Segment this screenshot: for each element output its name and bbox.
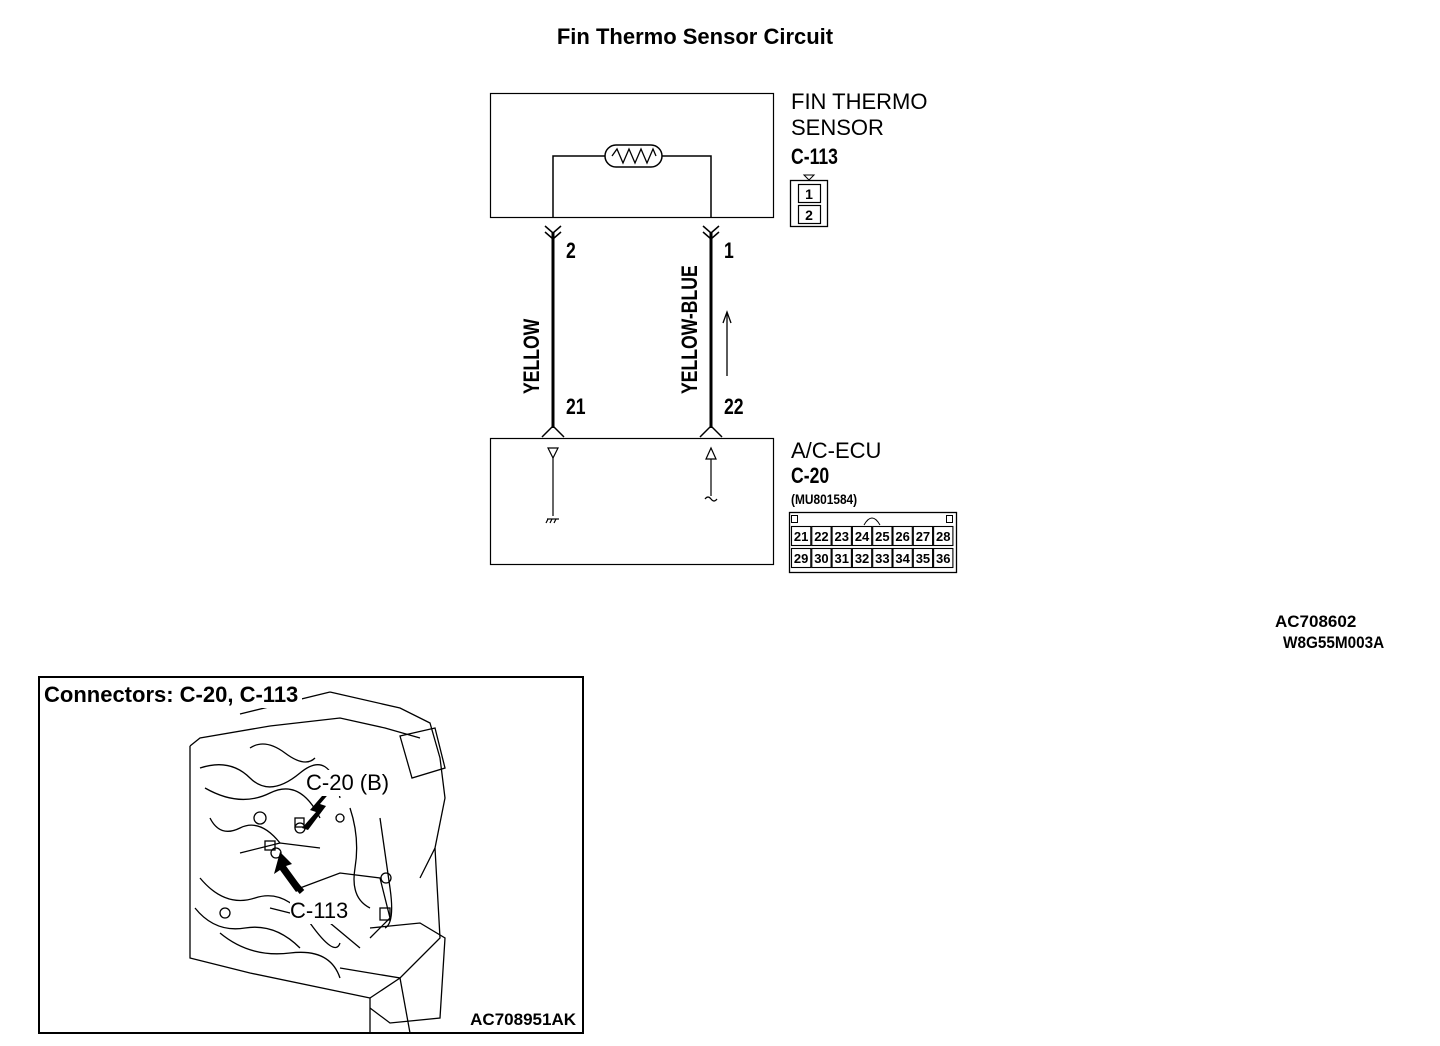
- c113-pin-1: 1: [805, 186, 813, 202]
- thermistor-icon: [604, 144, 663, 168]
- ecu-part-number: (MU801584): [791, 491, 858, 507]
- c20-pin-28: 28: [936, 529, 950, 544]
- signal-direction-arrow: [722, 310, 732, 376]
- c113-pin-2: 2: [805, 207, 813, 223]
- c20-pin-cell: [851, 547, 873, 569]
- c20-connector-face: 21 22 23 24 25 26 27 28 29 30 31 32 33 34 35 36: [788, 511, 958, 574]
- ecu-pin-22-label: 22: [724, 394, 744, 419]
- sensor-pin-2-label: 2: [566, 238, 576, 263]
- ecu-box: [489, 437, 775, 566]
- callout-c113: C-113: [290, 898, 349, 924]
- c20-pin-cell: [933, 525, 954, 547]
- c20-arrow-icon: [302, 790, 332, 830]
- c20-pin-29: 29: [794, 551, 808, 566]
- c20-pin-22: 22: [814, 529, 828, 544]
- c20-pin-cell: [933, 547, 954, 569]
- ecu-name: A/C-ECU: [791, 438, 882, 463]
- locator-title: Connectors: C-20, C-113: [44, 682, 303, 708]
- c20-pin-cell: [912, 547, 934, 569]
- c20-pin-cell: [831, 547, 852, 569]
- wire-yellow-blue-label: YELLOW-BLUE: [677, 265, 702, 394]
- dashboard-illustration: [189, 691, 446, 1032]
- c20-pin-cell: [811, 547, 832, 569]
- callout-c20: C-20 (B): [306, 770, 390, 796]
- c20-pin-cell: [851, 525, 873, 547]
- ecu-terminal-22: [699, 424, 723, 438]
- c20-pin-21: 21: [794, 529, 808, 544]
- c20-pin-cell: [912, 525, 934, 547]
- c20-pin-cell: [811, 525, 832, 547]
- c20-pin-cell: [831, 525, 852, 547]
- c20-pin-33: 33: [875, 551, 889, 566]
- c20-pin-cell: [872, 525, 893, 547]
- c20-pin-24: 24: [855, 529, 870, 544]
- ecu-connector-id: C-20: [791, 463, 830, 488]
- sensor-pin-1-label: 1: [724, 238, 734, 263]
- c20-pin-34: 34: [895, 551, 910, 566]
- c20-pin-cell: [790, 547, 812, 569]
- sensor-connector-id: C-113: [791, 144, 838, 169]
- sensor-internal-wiring: [552, 155, 712, 218]
- c20-pin-cell: [892, 525, 913, 547]
- c20-pin-32: 32: [855, 551, 869, 566]
- c20-pin-cell: [872, 547, 893, 569]
- sensor-box: [489, 92, 775, 219]
- c20-pin-27: 27: [916, 529, 930, 544]
- connector-locator-panel: Connectors: C-20, C-113 C-20 (B) C-113 A…: [38, 676, 584, 1034]
- ref-code-2: W8G55M003A: [1283, 633, 1385, 652]
- ref-code-1: AC708602: [1275, 612, 1357, 631]
- c20-pin-26: 26: [895, 529, 909, 544]
- c20-pin-36: 36: [936, 551, 950, 566]
- wire-yellow-label: YELLOW: [519, 318, 544, 394]
- c113-connector-face: 1 2: [789, 174, 829, 228]
- sensor-name-line1: FIN THERMO: [791, 89, 928, 114]
- ecu-output-triangle-icon: [705, 446, 717, 460]
- locator-code: AC708951AK: [470, 1010, 576, 1029]
- c20-pin-cell: [790, 525, 812, 547]
- c20-pin-cell: [892, 547, 913, 569]
- c20-pin-23: 23: [835, 529, 849, 544]
- c20-pin-30: 30: [814, 551, 828, 566]
- c20-pin-35: 35: [916, 551, 930, 566]
- c20-pin-31: 31: [835, 551, 849, 566]
- ecu-pin-21-label: 21: [566, 394, 586, 419]
- ecu-terminal-21: [541, 424, 565, 438]
- ground-icon: [545, 518, 559, 524]
- sensor-name-line2: SENSOR: [791, 115, 884, 140]
- ecu-input-triangle-icon: [547, 447, 559, 460]
- c20-pin-25: 25: [875, 529, 889, 544]
- diagram-title: Fin Thermo Sensor Circuit: [556, 24, 834, 49]
